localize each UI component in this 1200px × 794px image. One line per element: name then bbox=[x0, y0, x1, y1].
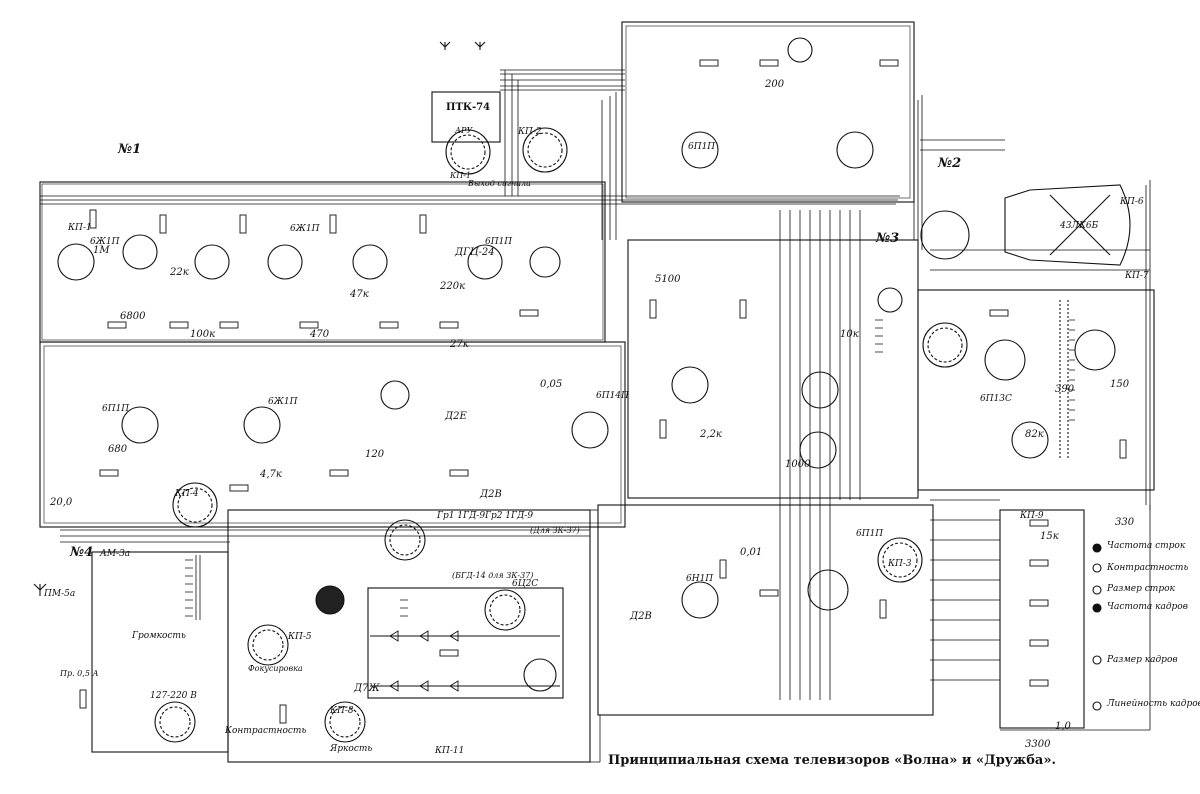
block-label-2: №2 bbox=[938, 157, 961, 170]
control-knobs bbox=[1093, 544, 1101, 710]
part-value: 680 bbox=[108, 445, 127, 455]
schematic-caption: Принципиальная схема телевизоров «Волна»… bbox=[608, 753, 1056, 768]
part-value: 47к bbox=[350, 290, 369, 300]
kp6-label: КП-6 bbox=[1120, 198, 1144, 207]
control-label-3: Размер строк bbox=[1107, 585, 1175, 594]
part-value: 20,0 bbox=[50, 498, 72, 508]
power-tubes bbox=[155, 520, 556, 742]
part-value: 5100 bbox=[655, 275, 680, 285]
speaker-a-label: Гр1 1ГД-9 bbox=[437, 512, 485, 521]
part-value: 470 bbox=[310, 330, 329, 340]
part-value: 27к bbox=[450, 340, 469, 350]
deflection-tubes bbox=[923, 300, 1115, 460]
mains-label: 127-220 В bbox=[150, 692, 197, 701]
diode-label: Д2Е bbox=[445, 412, 467, 422]
volume-label: Громкость bbox=[132, 632, 186, 641]
part-value: 0,01 bbox=[740, 548, 762, 558]
part-value: 200 bbox=[765, 80, 784, 90]
kp11-label: КП-11 bbox=[435, 747, 464, 756]
tube-label-7: 6П1П bbox=[688, 143, 715, 152]
kp-label-left: КП-1 bbox=[68, 224, 92, 233]
tuner-aru-label: АРУ bbox=[455, 127, 472, 135]
tube-label-8: 6П1П bbox=[856, 530, 883, 539]
tube-label-5: 6Ж1П bbox=[268, 398, 297, 407]
speaker-b-label: Гр2 1ГД-9 bbox=[485, 512, 533, 521]
kp2-label: КП-2 bbox=[518, 128, 542, 137]
fuse-label: Пр. 0,5 А bbox=[60, 670, 99, 678]
control-label-4: Частота кадров bbox=[1107, 603, 1188, 612]
kp9-label: КП-9 bbox=[1020, 512, 1044, 521]
part-value: 390 bbox=[1055, 385, 1074, 395]
part-value: 120 bbox=[365, 450, 384, 460]
part-value: 330 bbox=[1115, 518, 1134, 528]
tube-label-3: 6П1П bbox=[485, 238, 512, 247]
part-value: 10к bbox=[840, 330, 859, 340]
kp5-label: КП-5 bbox=[288, 633, 312, 642]
part-value: 6800 bbox=[120, 312, 145, 322]
part-value: 1,0 bbox=[1055, 722, 1071, 732]
antenna-am-label: АМ-3а bbox=[100, 550, 130, 559]
diode-label: Д7Ж bbox=[354, 684, 380, 694]
part-value: 0,05 bbox=[540, 380, 562, 390]
controls-block-outline bbox=[1000, 510, 1084, 728]
part-value: 15к bbox=[1040, 532, 1059, 542]
deflection-block-outline bbox=[918, 290, 1154, 490]
tuner-label: ПТК-74 bbox=[446, 103, 490, 113]
block-3-tubes bbox=[672, 288, 902, 468]
tube-label-11: 6Ц2С bbox=[512, 580, 538, 589]
antenna-pm-label: ПМ-5а bbox=[44, 590, 75, 599]
block-2-outline bbox=[622, 22, 914, 202]
tube-label-6: 6П14П bbox=[596, 392, 629, 401]
part-value: 1М bbox=[93, 246, 110, 256]
crt-label: 43ЛК6Б bbox=[1060, 222, 1098, 231]
part-value: 2,2к bbox=[700, 430, 722, 440]
contrast-label: Контрастность bbox=[225, 727, 306, 736]
part-value: 4,7к bbox=[260, 470, 282, 480]
brightness-label: Яркость bbox=[330, 745, 372, 754]
control-label-1: Частота строк bbox=[1107, 542, 1185, 551]
part-value: 220к bbox=[440, 282, 465, 292]
part-value: 1000 bbox=[785, 460, 810, 470]
antenna-symbols bbox=[34, 42, 485, 596]
kp7-label: КП-7 bbox=[1125, 272, 1149, 281]
diode-label: Д2В bbox=[480, 490, 502, 500]
speaker-note: (Для ЗК-37) bbox=[530, 527, 580, 535]
kp4-label: КП-4 bbox=[175, 490, 199, 499]
tube-label-10: 6П13С bbox=[980, 395, 1012, 404]
video-out-label: Выход сигнала bbox=[468, 180, 531, 188]
part-value: 82к bbox=[1025, 430, 1044, 440]
diode-label: Д2В bbox=[630, 612, 652, 622]
tube-label-4: 6П1П bbox=[102, 405, 129, 414]
speaker-note-2: (БГД-14 для ЗК-37) bbox=[452, 572, 533, 580]
tube-label-2: 6Ж1П bbox=[290, 225, 319, 234]
control-label-2: Контрастность bbox=[1107, 564, 1188, 573]
block-label-1: №1 bbox=[118, 143, 141, 156]
control-label-5: Размер кадров bbox=[1107, 656, 1178, 665]
block-4-outline bbox=[40, 342, 625, 527]
part-value: 3300 bbox=[1025, 740, 1050, 750]
part-value: 150 bbox=[1110, 380, 1129, 390]
focus-label: Фокусировка bbox=[248, 665, 303, 673]
kp8-label: КП-8 bbox=[330, 707, 354, 716]
control-label-6: Линейность кадров bbox=[1107, 700, 1200, 709]
block-label-4: №4 bbox=[70, 546, 93, 559]
kp3-label: КП-3 bbox=[888, 560, 912, 569]
block-label-3: №3 bbox=[876, 232, 899, 245]
diode-label: ДГЦ-24 bbox=[455, 248, 495, 258]
part-value: 100к bbox=[190, 330, 215, 340]
part-value: 22к bbox=[170, 268, 189, 278]
tube-label-9: 6Н1П bbox=[686, 575, 713, 584]
